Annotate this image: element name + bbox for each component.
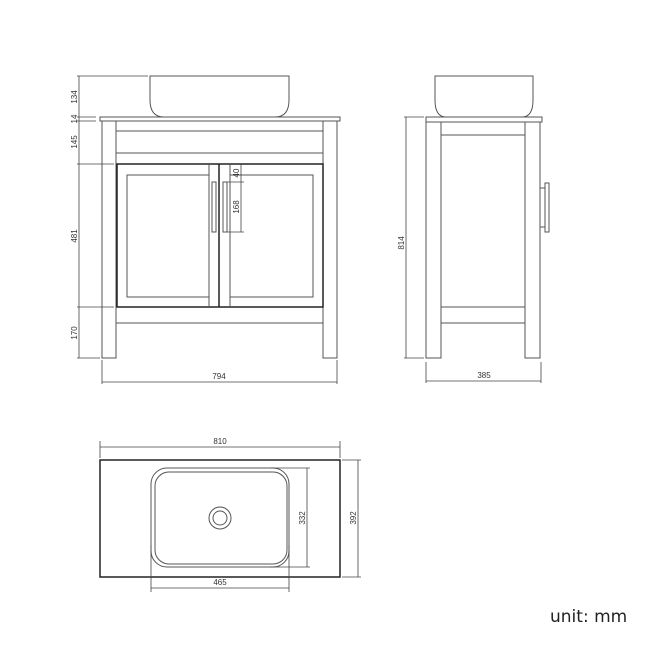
dim-392: 392 — [349, 511, 358, 525]
dim-134: 134 — [70, 90, 79, 104]
right-handle — [222, 181, 228, 233]
dim-794: 794 — [212, 372, 226, 381]
left-handle — [211, 181, 217, 233]
dim-145: 145 — [70, 135, 79, 149]
dim-332: 332 — [298, 511, 307, 525]
basin-outer — [150, 467, 290, 568]
side-handle — [544, 182, 550, 233]
side-view: 814 385 — [397, 75, 550, 383]
basin-front — [149, 75, 290, 118]
drain — [208, 506, 232, 530]
dim-814: 814 — [397, 236, 406, 250]
door-frame — [116, 163, 324, 308]
left-leg — [101, 120, 117, 359]
top-view: 810 332 392 465 — [99, 437, 361, 592]
dim-385: 385 — [477, 371, 491, 380]
countertop-top — [99, 459, 341, 578]
countertop — [99, 116, 341, 122]
right-leg — [322, 120, 338, 359]
basin-side — [434, 75, 534, 118]
dim-168: 168 — [232, 200, 241, 214]
side-countertop — [425, 116, 543, 123]
front-view: 134 14 145 481 170 40 168 794 — [70, 75, 341, 384]
dim-14: 14 — [70, 114, 79, 123]
dim-465: 465 — [213, 578, 227, 587]
dim-810: 810 — [213, 437, 227, 446]
basin-inner — [154, 471, 288, 565]
dim-40: 40 — [232, 168, 241, 177]
unit-label: unit: mm — [550, 607, 628, 627]
right-door-panel — [229, 174, 314, 298]
dim-481: 481 — [70, 229, 79, 243]
left-door-panel — [126, 174, 210, 298]
dim-170: 170 — [70, 326, 79, 340]
